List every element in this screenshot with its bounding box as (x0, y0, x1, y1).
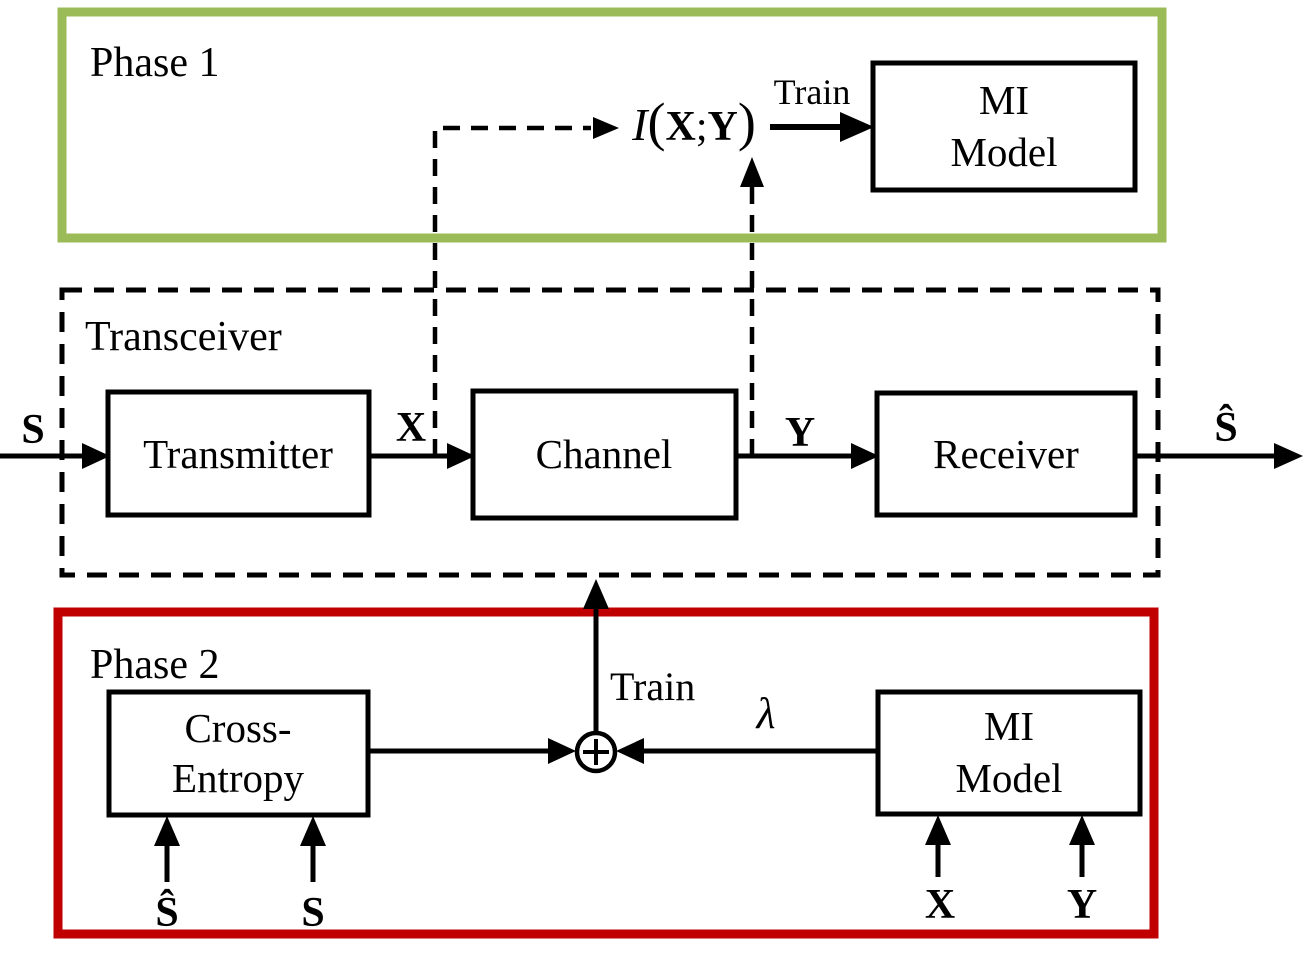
phase2-mi-model-label-line1: MI (984, 703, 1034, 749)
x-tap-dashed-line (432, 125, 591, 456)
receiver-label: Receiver (933, 431, 1079, 477)
x-to-mi-model-arrow (925, 815, 951, 877)
mi-model-to-sum-arrow (616, 738, 878, 764)
s-hat-to-cross-entropy-arrow (154, 816, 180, 882)
phase1-train-arrowhead-icon (840, 112, 874, 142)
cross-entropy-to-sum-arrow (368, 738, 576, 764)
phase1-mi-model-label-line1: MI (979, 77, 1029, 123)
phase2-s-hat-label: Ŝ (155, 888, 178, 936)
s-hat-output-arrow (1135, 443, 1303, 469)
y-to-mi-model-arrow (1069, 815, 1095, 877)
s-to-cross-entropy-arrowhead-icon (300, 816, 326, 846)
x-tap-dashed-connector (432, 117, 619, 456)
phase2-label: Phase 2 (90, 642, 220, 688)
phase2-s-label: S (301, 890, 324, 936)
s-to-cross-entropy-arrow (300, 816, 326, 882)
s-hat-to-cross-entropy-arrowhead-icon (154, 816, 180, 846)
phase2-x-label: X (925, 882, 955, 928)
lambda-label: λ (754, 689, 775, 738)
s-hat-output-arrowhead-icon (1274, 443, 1303, 469)
x-signal-label: X (396, 405, 426, 451)
transceiver-label: Transceiver (85, 314, 282, 360)
transceiver-frame (59, 287, 1161, 578)
transmitter-label: Transmitter (143, 431, 333, 477)
channel-box (470, 388, 739, 521)
cross-entropy-to-sum-arrowhead-icon (548, 738, 576, 764)
phase2-frame (53, 607, 1159, 939)
phase1-label: Phase 1 (90, 40, 220, 86)
s-input-arrow (0, 443, 110, 469)
s-input-label: S (21, 407, 44, 453)
phase2-train-arrowhead-icon (583, 579, 609, 609)
y-tap-dashed-connector (740, 157, 764, 456)
phase2-y-label: Y (1067, 882, 1097, 928)
phase1-frame (57, 7, 1167, 243)
phase2-train-arrow (583, 579, 609, 733)
cross-entropy-label-line2: Entropy (172, 755, 305, 801)
s-input-arrowhead-icon (82, 443, 110, 469)
cross-entropy-box (106, 689, 371, 818)
phase1-mi-model-label-line2: Model (950, 129, 1057, 175)
s-hat-output-label: Ŝ (1214, 403, 1237, 451)
mutual-information-expression: I(X;Y) (631, 92, 756, 152)
y-signal-arrowhead-icon (851, 443, 879, 469)
x-signal-arrow (369, 443, 475, 469)
sum-junction-icon (574, 730, 618, 774)
channel-label: Channel (536, 431, 673, 477)
phase1-mi-model-box (870, 60, 1138, 193)
phase2-train-label: Train (610, 664, 695, 709)
phase2-mi-model-box (875, 689, 1143, 817)
y-signal-arrow (736, 443, 879, 469)
phase2-mi-model-label-line2: Model (955, 755, 1062, 801)
y-signal-label: Y (785, 410, 815, 456)
cross-entropy-label-line1: Cross- (184, 705, 291, 751)
mi-model-to-sum-arrowhead-icon (616, 738, 644, 764)
x-tap-arrowhead-icon (593, 117, 619, 139)
y-tap-arrowhead-icon (740, 157, 764, 187)
phase1-train-label: Train (774, 72, 851, 112)
x-signal-arrowhead-icon (447, 443, 475, 469)
x-to-mi-model-arrowhead-icon (925, 815, 951, 845)
y-to-mi-model-arrowhead-icon (1069, 815, 1095, 845)
